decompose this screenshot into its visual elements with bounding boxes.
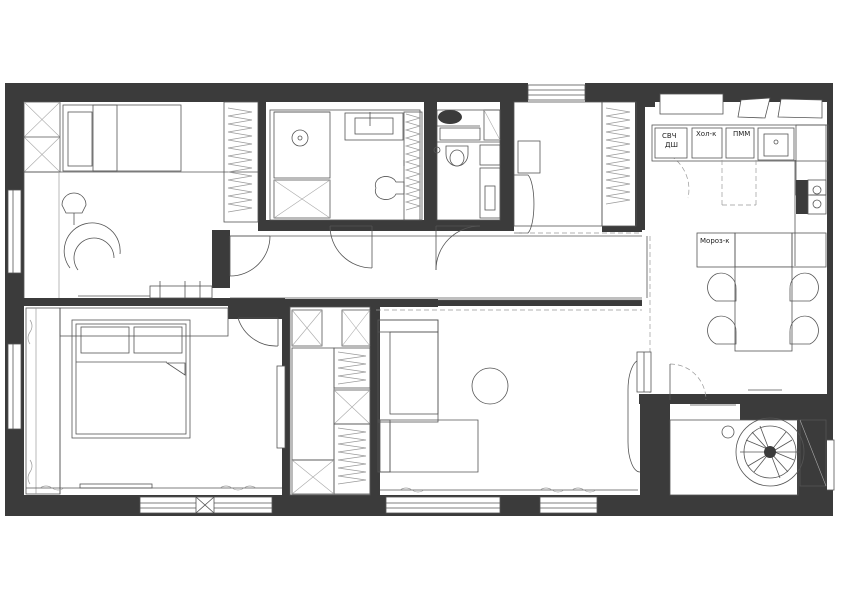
hall [230,101,642,311]
kitchen: СВЧ ДШ Хол-к ПММ Мороз-к [651,124,829,391]
bedroom-2 [25,307,286,495]
fridge-label: Мороз-к [700,237,730,245]
bathroom [269,109,423,221]
wardrobe [289,306,371,496]
interior-walls [5,100,832,516]
fridge-short-label: Хол-к [696,130,716,138]
windows [7,84,835,514]
microwave-label: СВЧ [662,132,677,140]
pmm-label: ПММ [733,130,750,138]
living-room [377,319,652,493]
wc [433,109,501,221]
balcony [669,404,827,496]
dishwasher-label: ДШ [665,141,678,149]
doors [229,149,707,401]
bedroom-1 [23,101,259,299]
